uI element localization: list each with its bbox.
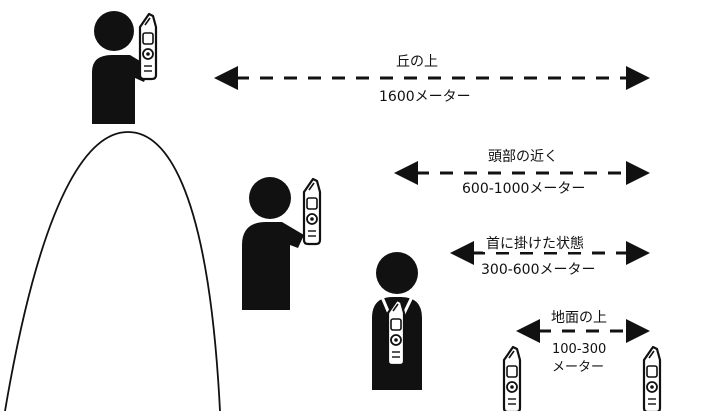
ground-radio-left-icon: [502, 345, 522, 414]
hill-icon: [4, 131, 221, 412]
range-title-on-neck: 首に掛けた状態: [483, 236, 587, 252]
radio-icon: [386, 298, 406, 367]
range-distance-hill: 1600メーター: [376, 89, 474, 105]
range-distance-on-ground-line2: メーター: [549, 360, 608, 376]
double-arrow-icon: [214, 66, 650, 90]
person-on-hill-icon: [92, 11, 158, 124]
range-distance-near-head: 600-1000メーター: [459, 181, 589, 197]
ground-radio-right-icon: [642, 345, 662, 414]
range-title-on-ground: 地面の上: [548, 310, 610, 326]
person-radio-near-head-icon: [242, 177, 322, 310]
radio-icon: [302, 177, 322, 246]
double-arrow-icon: [450, 241, 650, 265]
double-arrow-icon: [394, 161, 650, 185]
radio-icon: [138, 12, 158, 81]
person-radio-on-neck-icon: [372, 252, 422, 390]
range-distance-on-neck: 300-600メーター: [478, 262, 599, 278]
range-distance-on-ground-line1: 100-300: [549, 342, 610, 358]
range-title-near-head: 頭部の近く: [485, 149, 561, 165]
double-arrow-icon: [516, 319, 650, 343]
range-title-hill: 丘の上: [393, 54, 441, 70]
